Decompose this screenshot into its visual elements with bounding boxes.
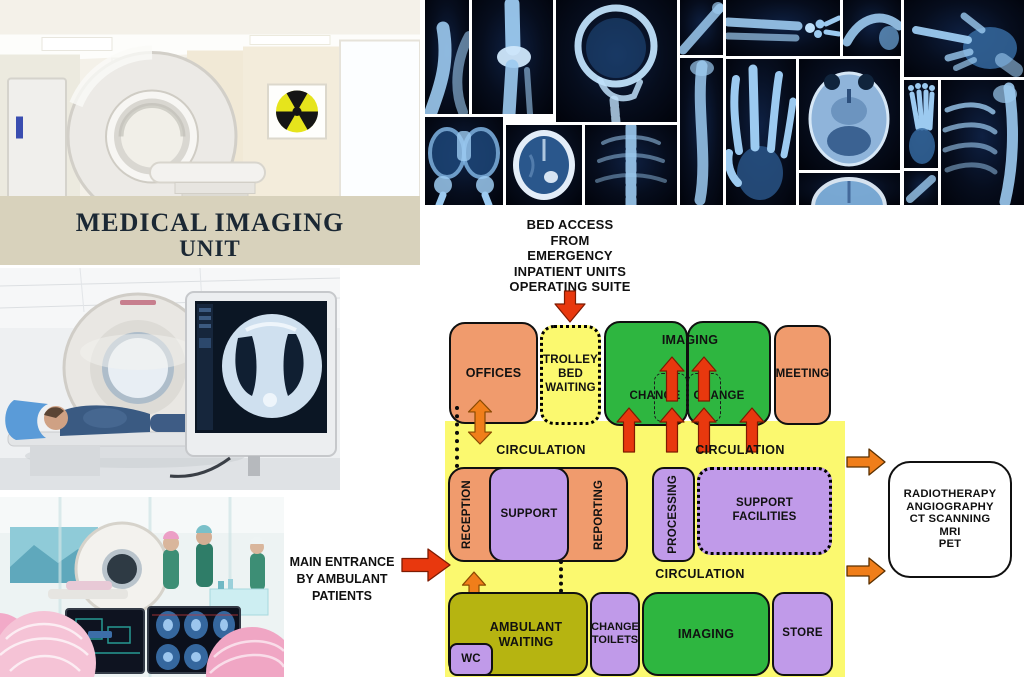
dotted-boundary-line-center xyxy=(559,560,563,600)
wc-label: WC xyxy=(461,652,481,665)
dotted-boundary-line-left xyxy=(455,406,459,468)
circulation-label-bottom: CIRCULATION xyxy=(655,567,745,581)
arrow-double-offices-circulation-icon xyxy=(467,399,493,445)
xray-ribs-arm xyxy=(941,80,1024,205)
xray-arm xyxy=(680,0,723,55)
xray-pelvis xyxy=(425,117,503,205)
room-offices: OFFICES xyxy=(449,322,538,424)
xray-elbow xyxy=(425,0,469,114)
xray-wrist xyxy=(726,0,840,56)
room-wc: WC xyxy=(449,643,493,676)
arrow-right-to-modalities-top-icon xyxy=(846,448,886,476)
meeting-label: MEETING xyxy=(775,368,830,381)
room-meeting: MEETING xyxy=(774,325,831,425)
xray-hand-pointing xyxy=(904,0,1024,77)
arrow-up-circulation-2-icon xyxy=(659,407,685,453)
arrow-up-circulation-1-icon xyxy=(616,407,642,453)
arrow-right-to-modalities-bottom-icon xyxy=(846,557,886,585)
radiation-trefoil-icon xyxy=(267,83,327,140)
xray-shoulder xyxy=(843,0,901,56)
photo-xray-collage xyxy=(425,0,1024,205)
xray-brain-ct xyxy=(506,125,582,205)
caption-line-2: UNIT xyxy=(179,236,241,261)
store-label: STORE xyxy=(782,627,823,640)
xray-knee xyxy=(472,0,553,114)
photo-ct-patient xyxy=(0,268,340,490)
arrow-up-circulation-4-icon xyxy=(739,407,765,453)
room-store: STORE xyxy=(772,592,833,676)
xray-bone-fragment xyxy=(904,171,938,205)
xray-skull-top xyxy=(799,173,900,205)
photo-caption: MEDICAL IMAGING UNIT xyxy=(0,196,420,265)
offices-label: OFFICES xyxy=(465,365,522,380)
arrow-up-change-to-imaging-right-icon xyxy=(691,356,717,402)
support-label: SUPPORT xyxy=(500,507,558,520)
arrow-down-bed-access-icon xyxy=(554,290,586,323)
xray-skull-lateral xyxy=(556,0,677,122)
photo-ct-scanner-render: MEDICAL IMAGING UNIT xyxy=(0,0,420,265)
imaging-bottom-label: IMAGING xyxy=(677,626,735,641)
room-imaging-bottom: IMAGING xyxy=(642,592,770,676)
caption-line-1: MEDICAL IMAGING xyxy=(75,208,345,237)
ct-patient-scene xyxy=(0,268,340,490)
xray-hand xyxy=(726,59,796,205)
processing-label: PROCESSING xyxy=(666,475,679,554)
reception-label: RECEPTION xyxy=(461,480,474,549)
room-support: SUPPORT xyxy=(489,467,569,562)
operating-room-scene xyxy=(0,497,284,677)
imaging-top-label: IMAGING xyxy=(661,333,719,347)
ct-render-scene xyxy=(0,34,420,231)
photo-operating-room xyxy=(0,497,284,677)
xray-bone-joint xyxy=(680,58,723,205)
circulation-label-top-left: CIRCULATION xyxy=(496,443,586,457)
xray-spine xyxy=(585,125,677,205)
xray-foot xyxy=(904,80,938,168)
xray-brain-mri xyxy=(799,59,900,170)
arrow-up-circulation-3-icon xyxy=(691,407,717,453)
arrow-up-change-to-imaging-left-icon xyxy=(659,356,685,402)
reporting-label: REPORTING xyxy=(593,479,606,550)
room-processing: PROCESSING xyxy=(652,467,695,562)
arrow-right-main-entrance-icon xyxy=(401,548,451,582)
circulation-label-top-right: CIRCULATION xyxy=(695,443,785,457)
